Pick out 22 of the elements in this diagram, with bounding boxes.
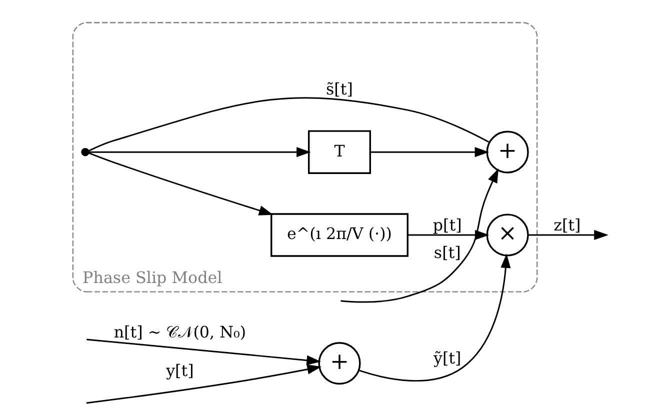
arrow xyxy=(88,146,311,157)
arrow xyxy=(340,168,499,302)
arrow xyxy=(358,253,511,382)
edge-label: y[t] xyxy=(166,360,194,380)
edge-label: z[t] xyxy=(554,215,581,234)
edge-label: s̃[t] xyxy=(326,78,353,98)
arrow xyxy=(86,338,321,365)
node-circle: + xyxy=(486,130,529,173)
node-circle: × xyxy=(486,213,529,256)
edge-label: ỹ[t] xyxy=(434,348,462,368)
arrow xyxy=(370,146,490,157)
arrow xyxy=(528,229,608,240)
node-circle: + xyxy=(318,342,361,384)
edge-label: s[t] xyxy=(434,242,461,262)
arrow xyxy=(86,364,322,404)
node-circle xyxy=(81,147,90,156)
connector xyxy=(88,96,490,152)
node-box: e^(ı 2π/V (·)) xyxy=(270,212,408,256)
edge-label: p[t] xyxy=(432,215,462,234)
node-box: T xyxy=(308,130,372,174)
arrow xyxy=(88,152,274,215)
edge-label: n[t] ∼ 𝒞𝒩(0, N₀) xyxy=(114,322,246,341)
